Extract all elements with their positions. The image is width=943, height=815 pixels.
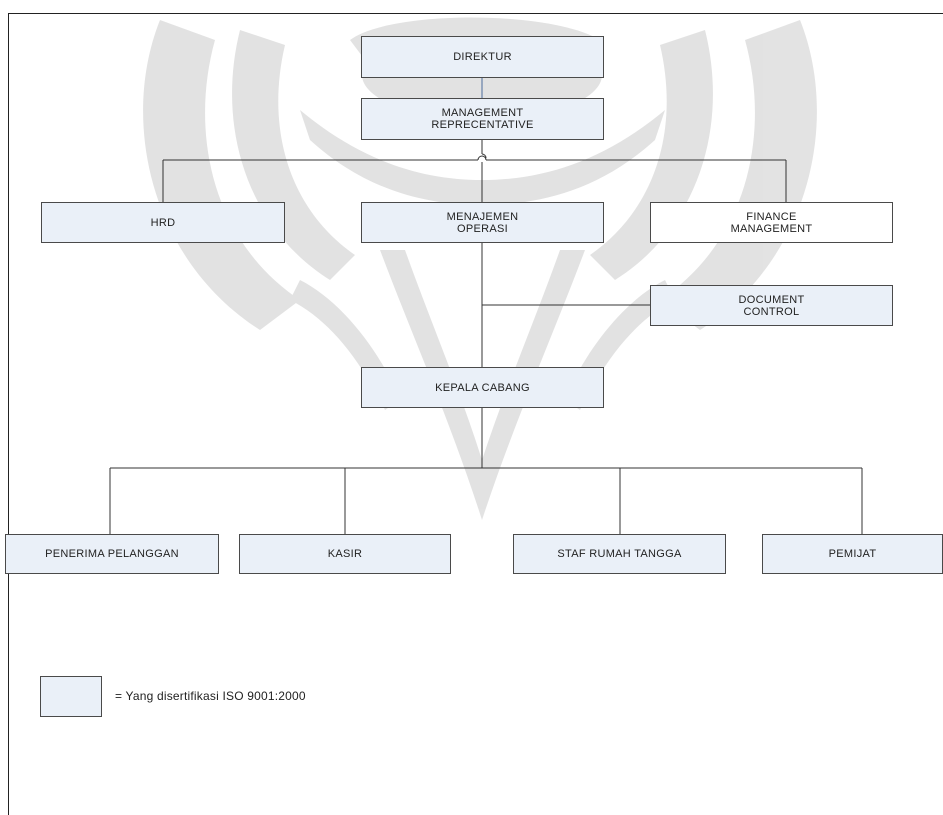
frame-top-border (8, 13, 943, 14)
node-kasir: KASIR (239, 534, 451, 574)
node-kasir-label: KASIR (327, 548, 363, 560)
node-finance-management: FINANCE MANAGEMENT (650, 202, 893, 243)
legend-swatch (40, 676, 102, 717)
node-hrd-label: HRD (150, 216, 176, 229)
node-document-control-label: DOCUMENT CONTROL (738, 293, 805, 318)
node-document-control: DOCUMENT CONTROL (650, 285, 893, 326)
node-menajemen-operasi-label: MENAJEMEN OPERASI (446, 210, 519, 235)
node-penerima-pelanggan-label: PENERIMA PELANGGAN (45, 548, 179, 560)
node-hrd: HRD (41, 202, 285, 243)
node-pemijat: PEMIJAT (762, 534, 943, 574)
node-pemijat-label: PEMIJAT (828, 548, 877, 560)
node-finance-management-label: FINANCE MANAGEMENT (730, 210, 813, 235)
frame-left-border (8, 13, 9, 815)
node-penerima-pelanggan: PENERIMA PELANGGAN (5, 534, 219, 574)
node-management-representative-label: MANAGEMENT REPRECENTATIVE (431, 107, 534, 131)
node-kepala-cabang-label: KEPALA CABANG (435, 381, 530, 394)
node-menajemen-operasi: MENAJEMEN OPERASI (361, 202, 604, 243)
legend-label: = Yang disertifikasi ISO 9001:2000 (115, 689, 306, 703)
node-direktur: DIREKTUR (361, 36, 604, 78)
node-kepala-cabang: KEPALA CABANG (361, 367, 604, 408)
node-staf-rumah-tangga: STAF RUMAH TANGGA (513, 534, 726, 574)
node-management-representative: MANAGEMENT REPRECENTATIVE (361, 98, 604, 140)
node-direktur-label: DIREKTUR (453, 51, 512, 63)
node-staf-rumah-tangga-label: STAF RUMAH TANGGA (557, 548, 682, 560)
